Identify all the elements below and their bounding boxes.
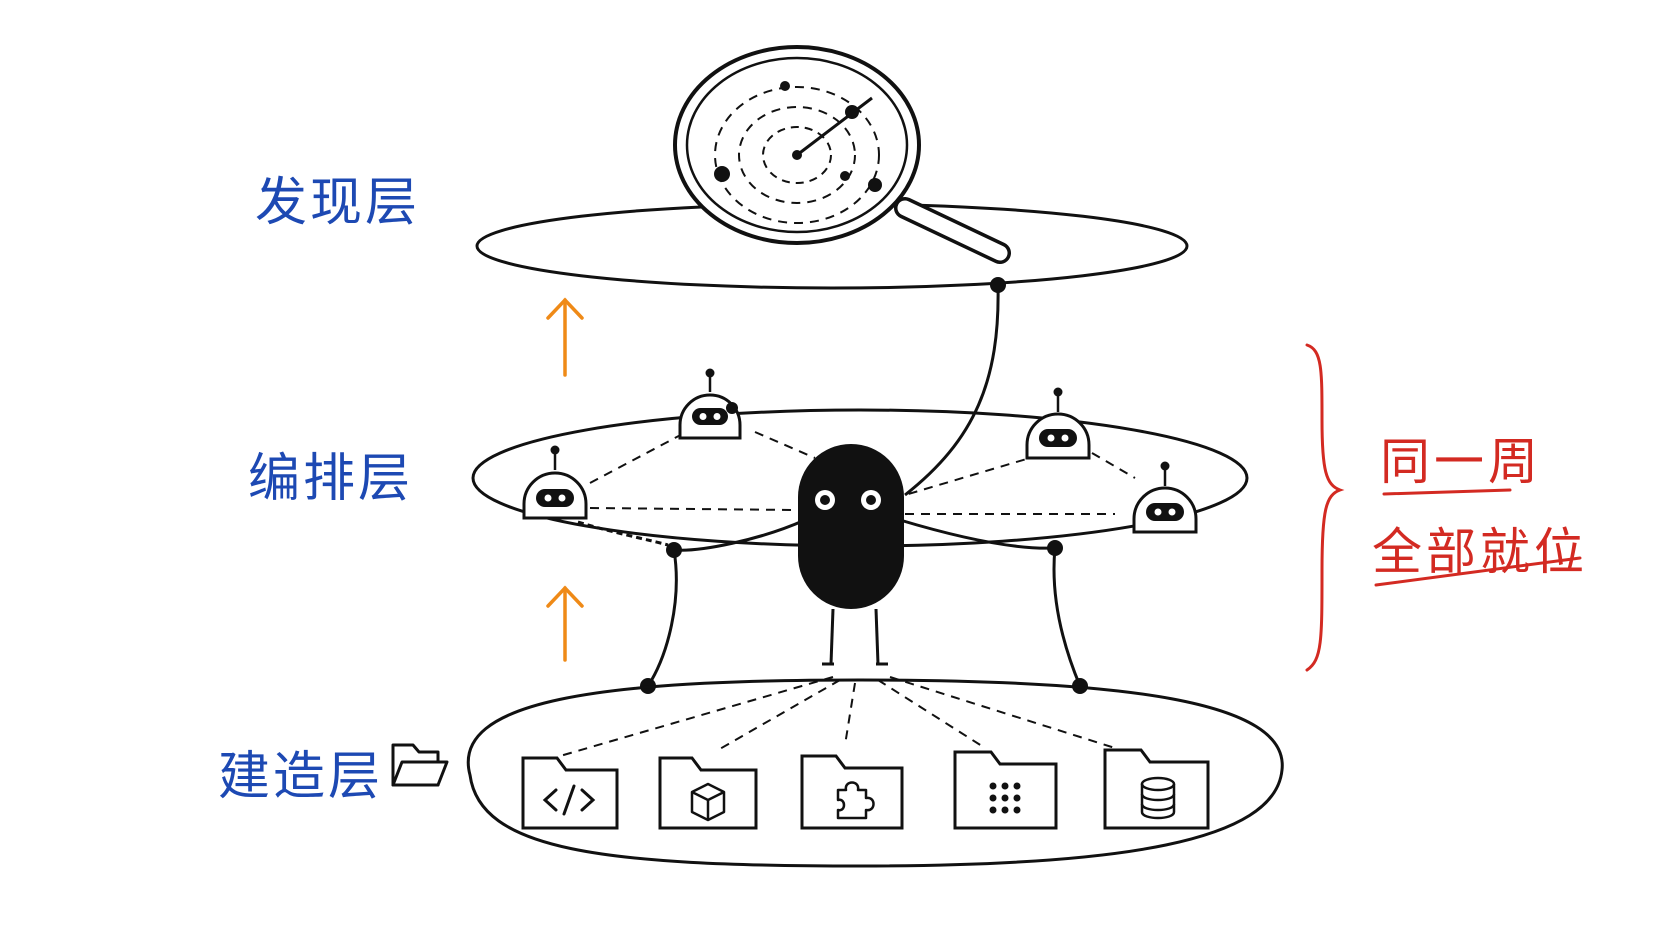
database-icon — [1140, 776, 1176, 820]
robot-agent-icon — [1132, 461, 1198, 534]
right-pillar-connector — [1052, 547, 1082, 687]
red-brace — [1305, 343, 1345, 672]
up-arrow-icon — [546, 297, 584, 377]
agent-network-links — [577, 429, 1136, 547]
left-arm-joint — [666, 542, 682, 558]
robot-agent-icon — [522, 445, 588, 520]
folder-icon — [391, 743, 449, 787]
discovery-connector — [904, 284, 1000, 497]
code-icon — [542, 784, 596, 816]
folder-code — [521, 756, 619, 830]
build-links — [559, 676, 1116, 757]
build-layer-label: 建造层 — [218, 747, 384, 807]
note-underline — [1374, 556, 1582, 587]
discovery-layer-label: 发现层 — [255, 173, 421, 233]
note-same-week: 同一周 — [1380, 433, 1542, 491]
grid-icon — [989, 782, 1021, 814]
left-arm-connector — [673, 518, 806, 552]
build-layer-ring — [466, 678, 1284, 868]
folder-puzzle — [800, 754, 904, 830]
left-pillar-connector — [646, 549, 678, 687]
discovery-joint — [990, 277, 1006, 293]
orchestration-layer-label: 编排层 — [248, 449, 414, 509]
note-all-ready: 全部就位 — [1372, 523, 1588, 581]
robot-agent-icon — [678, 368, 742, 440]
puzzle-icon — [836, 781, 875, 820]
cube-icon — [690, 782, 726, 822]
folder-cube — [658, 756, 758, 830]
folder-grid — [953, 750, 1058, 830]
folder-database — [1103, 748, 1210, 830]
note-underline — [1382, 488, 1512, 496]
right-arm-connector — [899, 518, 1056, 550]
magnifier-radar-icon — [673, 45, 1011, 264]
robot-agent-icon — [1025, 387, 1091, 460]
orchestrator-character — [798, 444, 904, 666]
up-arrow-icon — [546, 585, 584, 662]
right-arm-joint — [1047, 540, 1063, 556]
